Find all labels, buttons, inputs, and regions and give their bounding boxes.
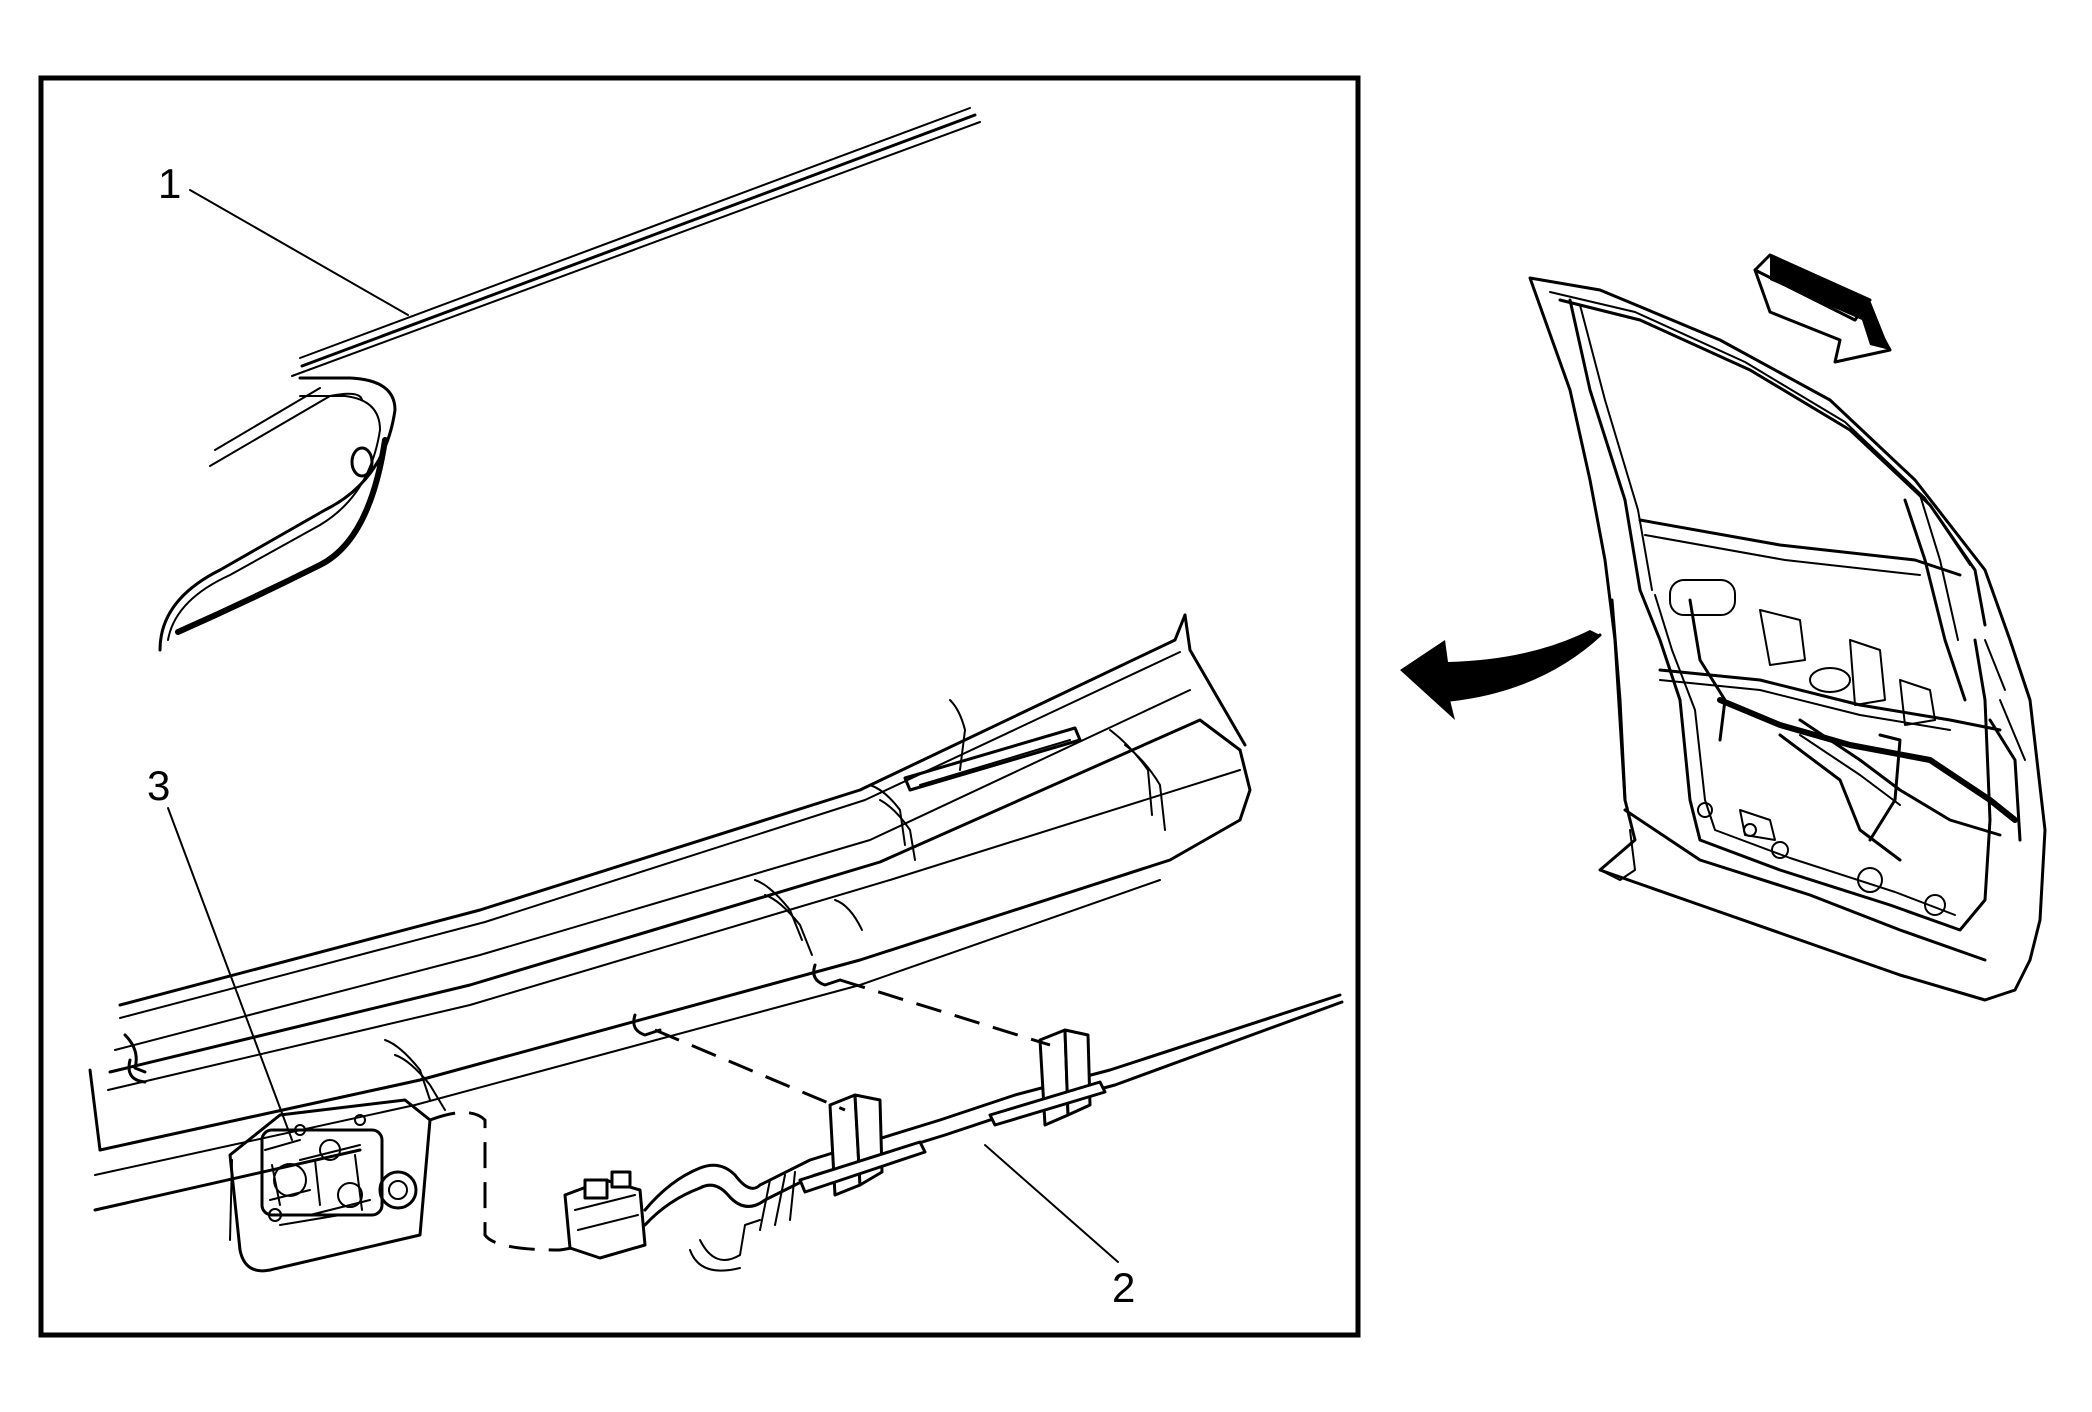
curved-arrow-icon	[1400, 630, 1602, 720]
door-latch-assembly	[228, 1098, 432, 1273]
door-lower-sill	[88, 613, 1252, 1212]
door-outer-panel	[158, 107, 981, 652]
callout-1: 1	[158, 160, 181, 207]
leader-lines	[167, 189, 1119, 1263]
callout-3: 3	[147, 762, 170, 809]
callout-2: 2	[1112, 1264, 1135, 1311]
door-wiring-harness	[429, 978, 1344, 1272]
detail-frame	[38, 75, 1361, 1338]
forward-arrow-icon	[1753, 253, 1892, 364]
harness-clip-slots	[127, 963, 842, 1084]
door-overview	[1528, 276, 2047, 1002]
